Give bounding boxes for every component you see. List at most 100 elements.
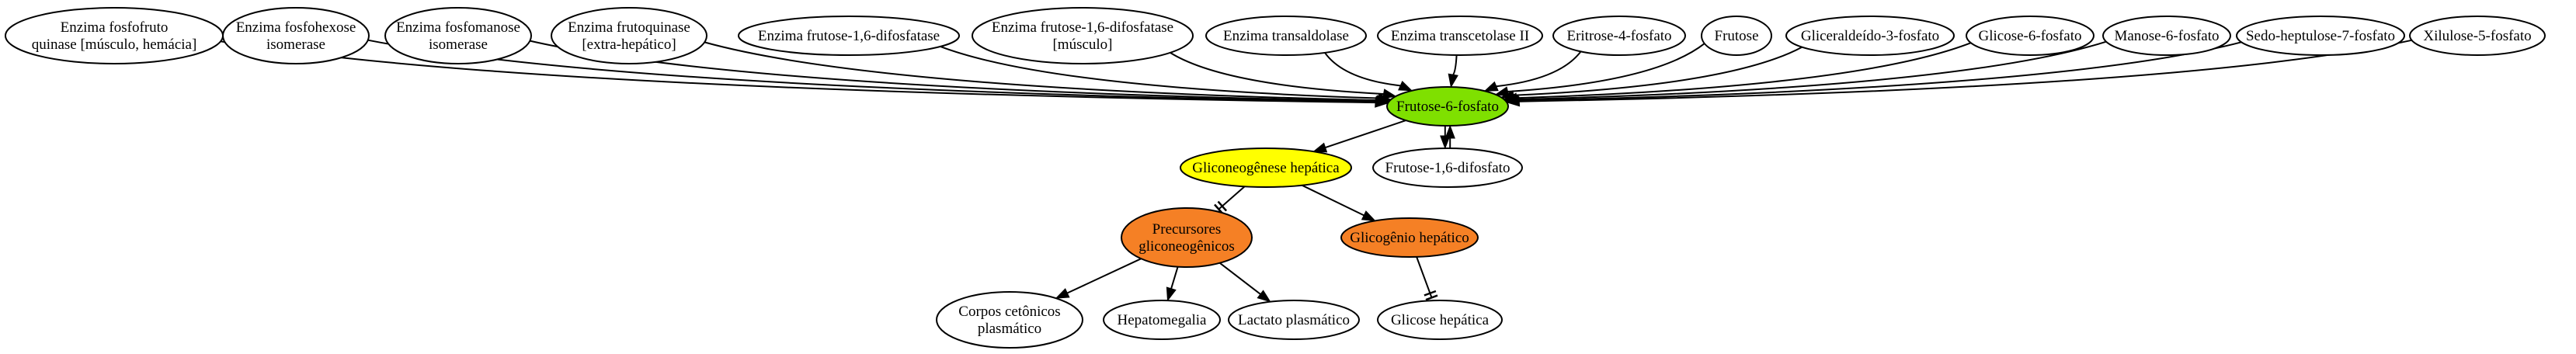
node-label: gliconeogênicos: [1139, 238, 1234, 255]
node-label: Xilulose-5-fosfato: [2423, 28, 2531, 44]
edge-line: [940, 45, 1378, 99]
edge-line: [1170, 266, 1179, 290]
node-gliceraldeido-3-fosfato: Gliceraldeído-3-fosfato: [1785, 16, 1955, 56]
edge-line: [1452, 54, 1458, 75]
node-glicogenio-hepatico: Glicogênio hepático: [1340, 217, 1479, 258]
node-ellipse: [2236, 16, 2405, 56]
node-label: Gliconeogênese hepática: [1192, 160, 1340, 176]
edge-line: [1218, 262, 1261, 295]
node-ellipse: [1205, 16, 1367, 56]
node-ellipse: [936, 291, 1083, 349]
node-ellipse: [972, 7, 1194, 64]
node-ellipse: [738, 16, 960, 56]
node-label: isomerase: [429, 36, 488, 53]
edge-precursores-gliconeogenicos-to-hepatomegalia: [1166, 266, 1179, 302]
edge-precursores-gliconeogenicos-to-corpos-cetonicos-plasmatico: [1055, 258, 1142, 299]
node-ellipse: [1372, 148, 1523, 188]
edge-line: [1416, 256, 1433, 298]
node-glicose-hepatica: Glicose hepática: [1377, 300, 1503, 340]
edge-line: [1170, 52, 1384, 95]
node-lactato-plasmatico: Lactato plasmático: [1228, 300, 1360, 340]
node-ellipse: [1785, 16, 1955, 56]
edge-frutose-6-fosfato-to-frutose-1-6-difosfato: [1440, 125, 1451, 150]
node-xilulose-5-fosfato: Xilulose-5-fosfato: [2409, 16, 2546, 56]
node-label: Frutose-1,6-difosfato: [1385, 160, 1510, 176]
node-ellipse: [2102, 16, 2231, 56]
node-label: Glicogênio hepático: [1350, 230, 1469, 246]
arrowhead: [1257, 290, 1271, 303]
node-ellipse: [1121, 207, 1253, 268]
node-label: quinase [músculo, hemácia]: [32, 36, 197, 53]
node-label: Enzima transcetolase II: [1391, 28, 1529, 44]
node-ellipse: [1180, 148, 1352, 188]
arrowhead: [1312, 142, 1328, 153]
node-enzima-frutoquinase-extra-hepatico: Enzima frutoquinase[extra-hepático]: [551, 7, 707, 64]
edge-gliconeogenese-hepatica-to-precursores-gliconeogenicos: [1214, 186, 1246, 215]
arrowhead: [1361, 210, 1376, 222]
tee-bar: [1217, 200, 1228, 212]
arrowhead: [1444, 124, 1455, 139]
node-label: [músculo]: [1052, 36, 1112, 53]
node-eritrose-4-fosfato: Eritrose-4-fosfato: [1552, 16, 1686, 56]
edge-line: [1302, 184, 1364, 217]
node-ellipse: [1340, 217, 1479, 258]
node-label: Glicose hepática: [1391, 312, 1490, 328]
arrowhead: [1440, 135, 1451, 150]
edge-gliconeogenese-hepatica-to-glicogenio-hepatico: [1302, 184, 1376, 222]
node-label: Enzima transaldolase: [1223, 28, 1349, 44]
arrowhead: [1483, 81, 1499, 92]
node-ellipse: [5, 7, 224, 64]
arrowhead: [1494, 86, 1510, 97]
node-label: [extra-hepático]: [582, 36, 676, 53]
edge-line: [704, 41, 1377, 102]
node-ellipse: [1552, 16, 1686, 56]
edge-precursores-gliconeogenicos-to-lactato-plasmatico: [1218, 262, 1271, 303]
edge-frutose-to-frutose-6-fosfato: [1494, 43, 1705, 97]
node-label: Eritrose-4-fosfato: [1566, 28, 1671, 44]
node-gliconeogenese-hepatica: Gliconeogênese hepática: [1180, 148, 1352, 188]
node-ellipse: [551, 7, 707, 64]
node-ellipse: [2409, 16, 2546, 56]
edge-line: [1507, 43, 1705, 92]
node-label: Precursores: [1152, 221, 1222, 238]
node-enzima-transaldolase: Enzima transaldolase: [1205, 16, 1367, 56]
node-label: Enzima fosfomanose: [396, 19, 520, 36]
node-ellipse: [1103, 300, 1221, 340]
arrowhead: [1398, 81, 1413, 92]
node-enzima-transcetolase-ii: Enzima transcetolase II: [1377, 16, 1543, 56]
node-glicose-6-fosfato: Glicose-6-fosfato: [1966, 16, 2095, 56]
node-label: Lactato plasmático: [1238, 312, 1350, 328]
tee-bar: [1425, 294, 1438, 301]
arrowhead: [1382, 88, 1397, 99]
node-label: Enzima fosfofruto: [61, 19, 169, 36]
edge-eritrose-4-fosfato-to-frutose-6-fosfato: [1483, 50, 1582, 92]
edge-line: [1218, 186, 1246, 210]
node-manose-6-fosfato: Manose-6-fosfato: [2102, 16, 2231, 56]
edge-frutose-6-fosfato-to-gliconeogenese-hepatica: [1312, 120, 1406, 153]
node-label: isomerase: [266, 36, 325, 53]
node-hepatomegalia: Hepatomegalia: [1103, 300, 1221, 340]
node-label: Enzima frutoquinase: [568, 19, 690, 36]
edge-line: [1517, 40, 2107, 101]
edge-line: [1066, 258, 1142, 294]
arrowhead: [1448, 73, 1458, 88]
node-label: plasmático: [978, 321, 1041, 337]
node-enzima-frutose-1-6-difosfatase-musculo: Enzima frutose-1,6-difosfatase[músculo]: [972, 7, 1194, 64]
node-ellipse: [222, 7, 370, 64]
edge-enzima-transaldolase-to-frutose-6-fosfato: [1324, 52, 1413, 92]
edge-enzima-transcetolase-ii-to-frutose-6-fosfato: [1448, 54, 1458, 88]
node-label: Glicose-6-fosfato: [1979, 28, 2082, 44]
edge-line: [1516, 42, 1972, 99]
edge-line: [1324, 52, 1401, 87]
node-frutose-6-fosfato: Frutose-6-fosfato: [1386, 86, 1509, 127]
node-frutose-1-6-difosfato: Frutose-1,6-difosfato: [1372, 148, 1523, 188]
node-frutose: Frutose: [1701, 16, 1772, 56]
edge-line: [1513, 46, 1803, 96]
node-label: Frutose: [1715, 28, 1759, 44]
